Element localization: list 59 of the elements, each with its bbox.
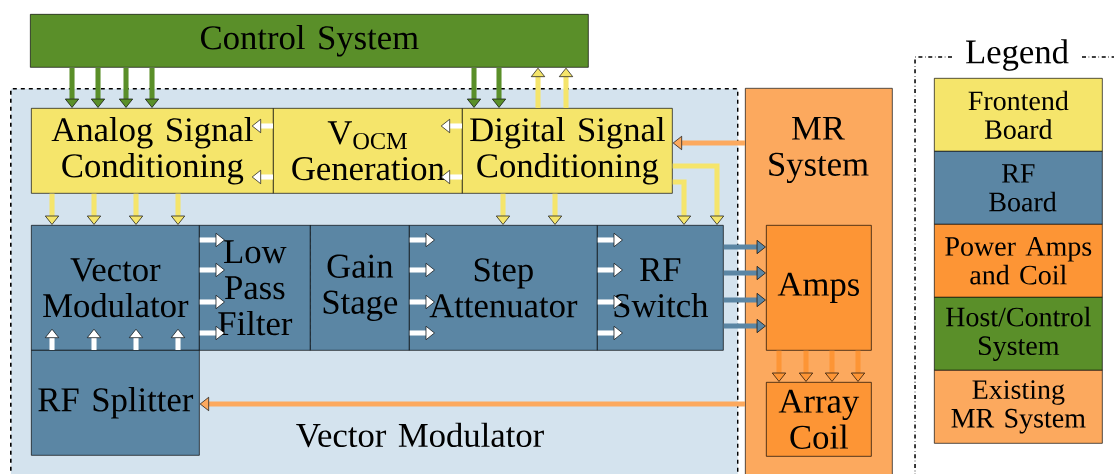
arrow xyxy=(850,350,866,382)
arrow xyxy=(44,193,60,225)
arrow xyxy=(409,294,435,310)
arrow xyxy=(440,118,462,134)
arrow xyxy=(86,328,102,350)
arrow xyxy=(128,193,144,225)
arrow xyxy=(824,350,840,382)
arrow xyxy=(723,292,766,308)
arrow xyxy=(251,118,273,134)
arrow xyxy=(558,67,574,108)
arrow xyxy=(170,193,186,225)
arrow xyxy=(495,193,511,225)
process-box: Vector Modulator xyxy=(31,225,200,351)
arrow xyxy=(251,169,273,185)
arrow xyxy=(170,328,186,350)
legend-heading: Legend xyxy=(966,39,1069,71)
arrow xyxy=(44,328,60,350)
arrow xyxy=(86,193,102,225)
process-box: V$_{OCM}$ Generation xyxy=(273,108,463,194)
arrow xyxy=(597,325,623,341)
arrow xyxy=(199,325,225,341)
arrow xyxy=(672,163,725,225)
arrow xyxy=(199,294,225,310)
system-box: Control System xyxy=(30,14,589,68)
process-box: Amps xyxy=(766,225,872,351)
arrow xyxy=(491,67,507,108)
process-box: RF Switch xyxy=(597,225,724,351)
arrow xyxy=(199,262,225,278)
arrow xyxy=(466,67,482,108)
arrow xyxy=(723,239,766,255)
arrow xyxy=(409,325,435,341)
arrow xyxy=(144,67,160,108)
arrow xyxy=(90,67,106,108)
arrow xyxy=(128,328,144,350)
process-box: Array Coil xyxy=(766,382,872,457)
arrow xyxy=(199,232,225,248)
arrow xyxy=(672,179,692,225)
process-box: RF Splitter xyxy=(31,350,200,456)
arrow xyxy=(440,169,462,185)
arrow xyxy=(409,262,435,278)
process-box: Step Attenuator xyxy=(409,225,598,351)
arrow xyxy=(199,396,745,412)
process-box: Digital Signal Conditioning xyxy=(462,108,673,194)
process-box: Low Pass Filter xyxy=(199,225,311,351)
arrow xyxy=(597,262,623,278)
arrow xyxy=(597,294,623,310)
arrow xyxy=(798,350,814,382)
process-box: Gain Stage xyxy=(310,225,410,351)
process-box: Analog Signal Conditioning xyxy=(31,108,274,194)
arrow xyxy=(547,193,563,225)
arrow xyxy=(672,135,745,151)
arrow xyxy=(597,232,623,248)
arrow xyxy=(771,350,787,382)
arrow xyxy=(64,67,80,108)
arrow xyxy=(118,67,134,108)
arrow xyxy=(723,265,766,281)
arrow xyxy=(723,318,766,334)
arrow xyxy=(409,232,435,248)
arrow xyxy=(530,67,546,108)
